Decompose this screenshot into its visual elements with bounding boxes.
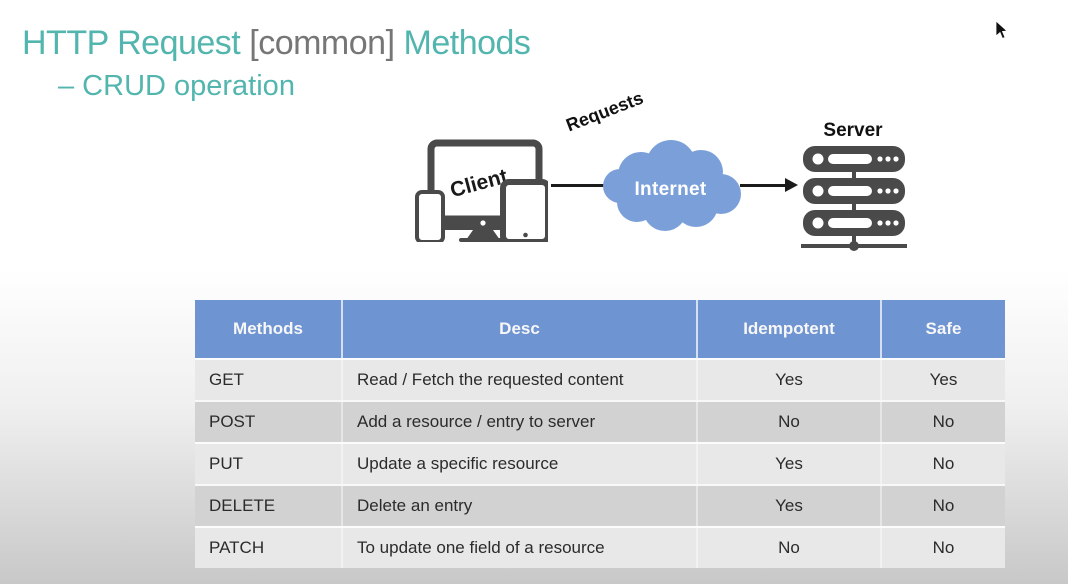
- title-segment-methods: Methods: [403, 24, 531, 62]
- internet-label: Internet: [634, 179, 707, 200]
- server-label: Server: [823, 120, 883, 141]
- cloud-to-server-line: [740, 184, 786, 187]
- arrow-right-icon: [785, 178, 798, 192]
- header-cell-idempotent: Idempotent: [696, 300, 880, 358]
- client-to-cloud-line: [551, 184, 611, 187]
- server-svg: [801, 146, 907, 251]
- cell-safe: No: [880, 528, 1005, 568]
- cell-method: PATCH: [209, 538, 265, 557]
- cell-desc: Add a resource / entry to server: [341, 402, 696, 442]
- client-devices-svg: Client: [415, 139, 551, 245]
- cell-safe: Yes: [880, 360, 1005, 400]
- mouse-cursor-icon: [995, 20, 1009, 46]
- server-rack-icon: [801, 146, 907, 254]
- cell-idempotent: Yes: [696, 360, 880, 400]
- cell-desc: To update one field of a resource: [341, 528, 696, 568]
- cell-safe: No: [880, 402, 1005, 442]
- client-devices-icon: Client: [415, 138, 551, 245]
- cell-desc: Delete an entry: [341, 486, 696, 526]
- header-cell-desc: Desc: [341, 300, 696, 358]
- cell-desc: Read / Fetch the requested content: [341, 360, 696, 400]
- cell-method: DELETE: [209, 496, 276, 515]
- header-cell-methods: Methods: [233, 319, 303, 338]
- page-title: HTTP Request[common]Methods: [22, 24, 531, 63]
- cell-idempotent: Yes: [696, 486, 880, 526]
- title-segment-common: [common]: [249, 24, 395, 62]
- cell-desc: Update a specific resource: [341, 444, 696, 484]
- header-cell-safe: Safe: [880, 300, 1005, 358]
- cell-idempotent: Yes: [696, 444, 880, 484]
- cloud-svg: [603, 140, 741, 231]
- cell-safe: No: [880, 444, 1005, 484]
- cell-method: POST: [209, 412, 256, 431]
- title-segment-http-request: HTTP Request: [22, 24, 241, 62]
- requests-label: Requests: [563, 87, 647, 136]
- cell-method: GET: [209, 370, 244, 389]
- cell-idempotent: No: [696, 528, 880, 568]
- cell-idempotent: No: [696, 402, 880, 442]
- internet-cloud-icon: Internet: [597, 139, 744, 235]
- cell-safe: No: [880, 486, 1005, 526]
- cell-method: PUT: [209, 454, 243, 473]
- page-subtitle: – CRUD operation: [58, 70, 295, 102]
